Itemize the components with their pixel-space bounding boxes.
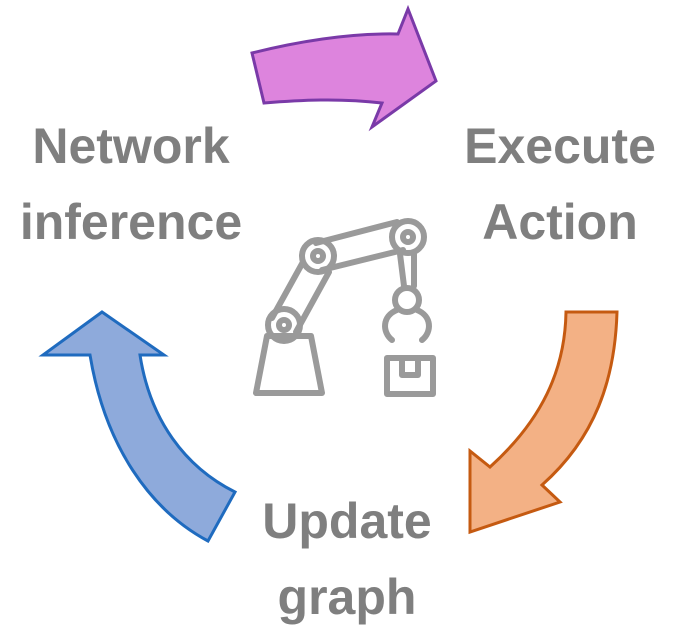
step-label-line1: Update	[262, 493, 432, 549]
step-label-line2: graph	[277, 569, 417, 625]
robot-wrist-joint	[392, 285, 422, 315]
robot-base	[253, 333, 325, 396]
step-label-line2: Action	[482, 194, 638, 250]
robot-gripper-right	[414, 307, 432, 343]
step-execute-action: Execute Action	[448, 108, 672, 260]
step-update-graph: Update graph	[236, 483, 458, 635]
curved-arrow-right-icon	[250, 4, 438, 132]
robot-elbow-joint	[299, 237, 337, 275]
robot-top-joint	[389, 218, 427, 256]
robot-box	[384, 355, 436, 397]
step-network-inference: Network inference	[0, 108, 262, 260]
robot-upper-arm	[313, 219, 400, 246]
curved-arrow-down-icon	[468, 310, 619, 535]
step-label-line2: inference	[19, 194, 243, 250]
step-label-line1: Network	[32, 118, 230, 174]
robot-arm-icon	[253, 218, 436, 397]
curved-arrow-up-icon	[38, 310, 238, 544]
robot-box-slot	[399, 355, 421, 378]
step-label-line1: Execute	[464, 118, 656, 174]
robot-gripper-left	[382, 307, 400, 343]
robot-wrist-rod	[397, 251, 407, 289]
robot-base-joint	[265, 306, 303, 344]
robot-upper-arm-edge	[319, 247, 406, 273]
